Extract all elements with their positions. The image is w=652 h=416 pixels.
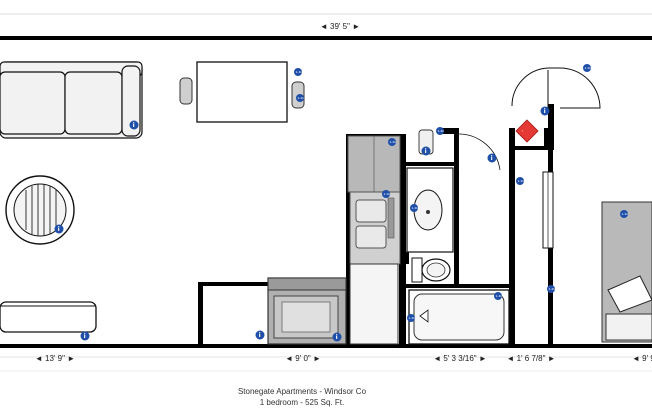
bathtub <box>408 289 510 345</box>
svg-text:!: ! <box>522 129 523 133</box>
tag-icon[interactable]: 1.2k <box>516 177 524 185</box>
tag-icon[interactable]: 1.2k <box>296 94 304 102</box>
info-icon[interactable]: i <box>487 153 497 163</box>
stove <box>267 277 347 345</box>
svg-text:i: i <box>58 226 60 233</box>
svg-text:i: i <box>491 155 493 162</box>
info-icon[interactable]: i <box>421 146 431 156</box>
svg-text:1.2k: 1.2k <box>390 140 397 144</box>
svg-text:1.2k: 1.2k <box>496 294 503 298</box>
tag-icon[interactable]: 1.2k <box>583 64 591 72</box>
tag-icon[interactable]: 1.2k <box>407 314 415 322</box>
svg-text:1.2k: 1.2k <box>549 287 556 291</box>
svg-text:1.2k: 1.2k <box>438 129 445 133</box>
dining-table <box>179 61 305 123</box>
svg-text:i: i <box>133 122 135 129</box>
svg-text:i: i <box>544 108 546 115</box>
living-dimension-label: ◄ 13' 9" ► <box>35 354 75 363</box>
tag-icon[interactable]: 1.2k <box>294 68 302 76</box>
tag-icon[interactable]: 1.2k <box>547 285 555 293</box>
caption: Stonegate Apartments - Windsor Co 1 bedr… <box>238 387 367 407</box>
info-badges[interactable]: i i i i i i i i <box>54 106 550 342</box>
alert-icon: ! <box>515 119 539 143</box>
round-table <box>5 175 75 245</box>
tag-icon[interactable]: 1.2k <box>382 190 390 198</box>
bedroom-dimension-label: ◄ 9' 9 <box>632 354 652 363</box>
door-swings <box>457 67 601 171</box>
kitchen-dimension-label: ◄ 9' 0" ► <box>285 354 321 363</box>
caption-title: Stonegate Apartments - Windsor Co <box>238 387 367 396</box>
info-icon[interactable]: i <box>332 332 342 342</box>
info-icon[interactable]: i <box>54 224 64 234</box>
svg-text:1.2k: 1.2k <box>298 96 305 100</box>
svg-text:i: i <box>259 332 261 339</box>
caption-subtitle: 1 bedroom - 525 Sq. Ft. <box>260 398 345 407</box>
info-icon[interactable]: i <box>80 331 90 341</box>
tag-icon[interactable]: 1.2k <box>410 204 418 212</box>
svg-text:1.2k: 1.2k <box>622 212 629 216</box>
svg-text:1.2k: 1.2k <box>412 206 419 210</box>
bottom-dimensions: ◄ 13' 9" ► ◄ 9' 0" ► ◄ 5' 3 3/16" ► ◄ 1'… <box>0 354 652 363</box>
tag-icon[interactable]: 1.2k <box>620 210 628 218</box>
svg-text:1.2k: 1.2k <box>518 179 525 183</box>
kitchen-counter <box>347 135 401 345</box>
svg-text:1.2k: 1.2k <box>409 316 416 320</box>
closet-rod <box>542 171 554 249</box>
overall-dimension: ◄ 39' 5" ► <box>0 13 652 31</box>
svg-text:i: i <box>425 148 427 155</box>
bench <box>0 301 97 333</box>
tag-icon[interactable]: 1.2k <box>388 138 396 146</box>
svg-text:i: i <box>84 333 86 340</box>
bath-dimension-label: ◄ 5' 3 3/16" ► <box>433 354 487 363</box>
closet-dimension-label: ◄ 1' 6 7/8" ► <box>506 354 555 363</box>
svg-text:i: i <box>336 334 338 341</box>
tag-badges[interactable]: 1.2k 1.2k 1.2k 1.2k 1.2k 1.2k 1.2k 1.2k … <box>294 64 628 322</box>
tag-icon[interactable]: 1.2k <box>494 292 502 300</box>
bed <box>601 201 652 343</box>
toilet <box>411 257 451 283</box>
tag-icon[interactable]: 1.2k <box>436 127 444 135</box>
svg-text:1.2k: 1.2k <box>585 66 592 70</box>
info-icon[interactable]: i <box>129 120 139 130</box>
info-icon[interactable]: i <box>540 106 550 116</box>
svg-text:1.2k: 1.2k <box>296 70 303 74</box>
svg-text:1.2k: 1.2k <box>384 192 391 196</box>
outer-walls <box>0 36 652 348</box>
sofa <box>0 61 143 139</box>
info-icon[interactable]: i <box>255 330 265 340</box>
overall-dimension-label: ◄ 39' 5" ► <box>320 22 360 31</box>
